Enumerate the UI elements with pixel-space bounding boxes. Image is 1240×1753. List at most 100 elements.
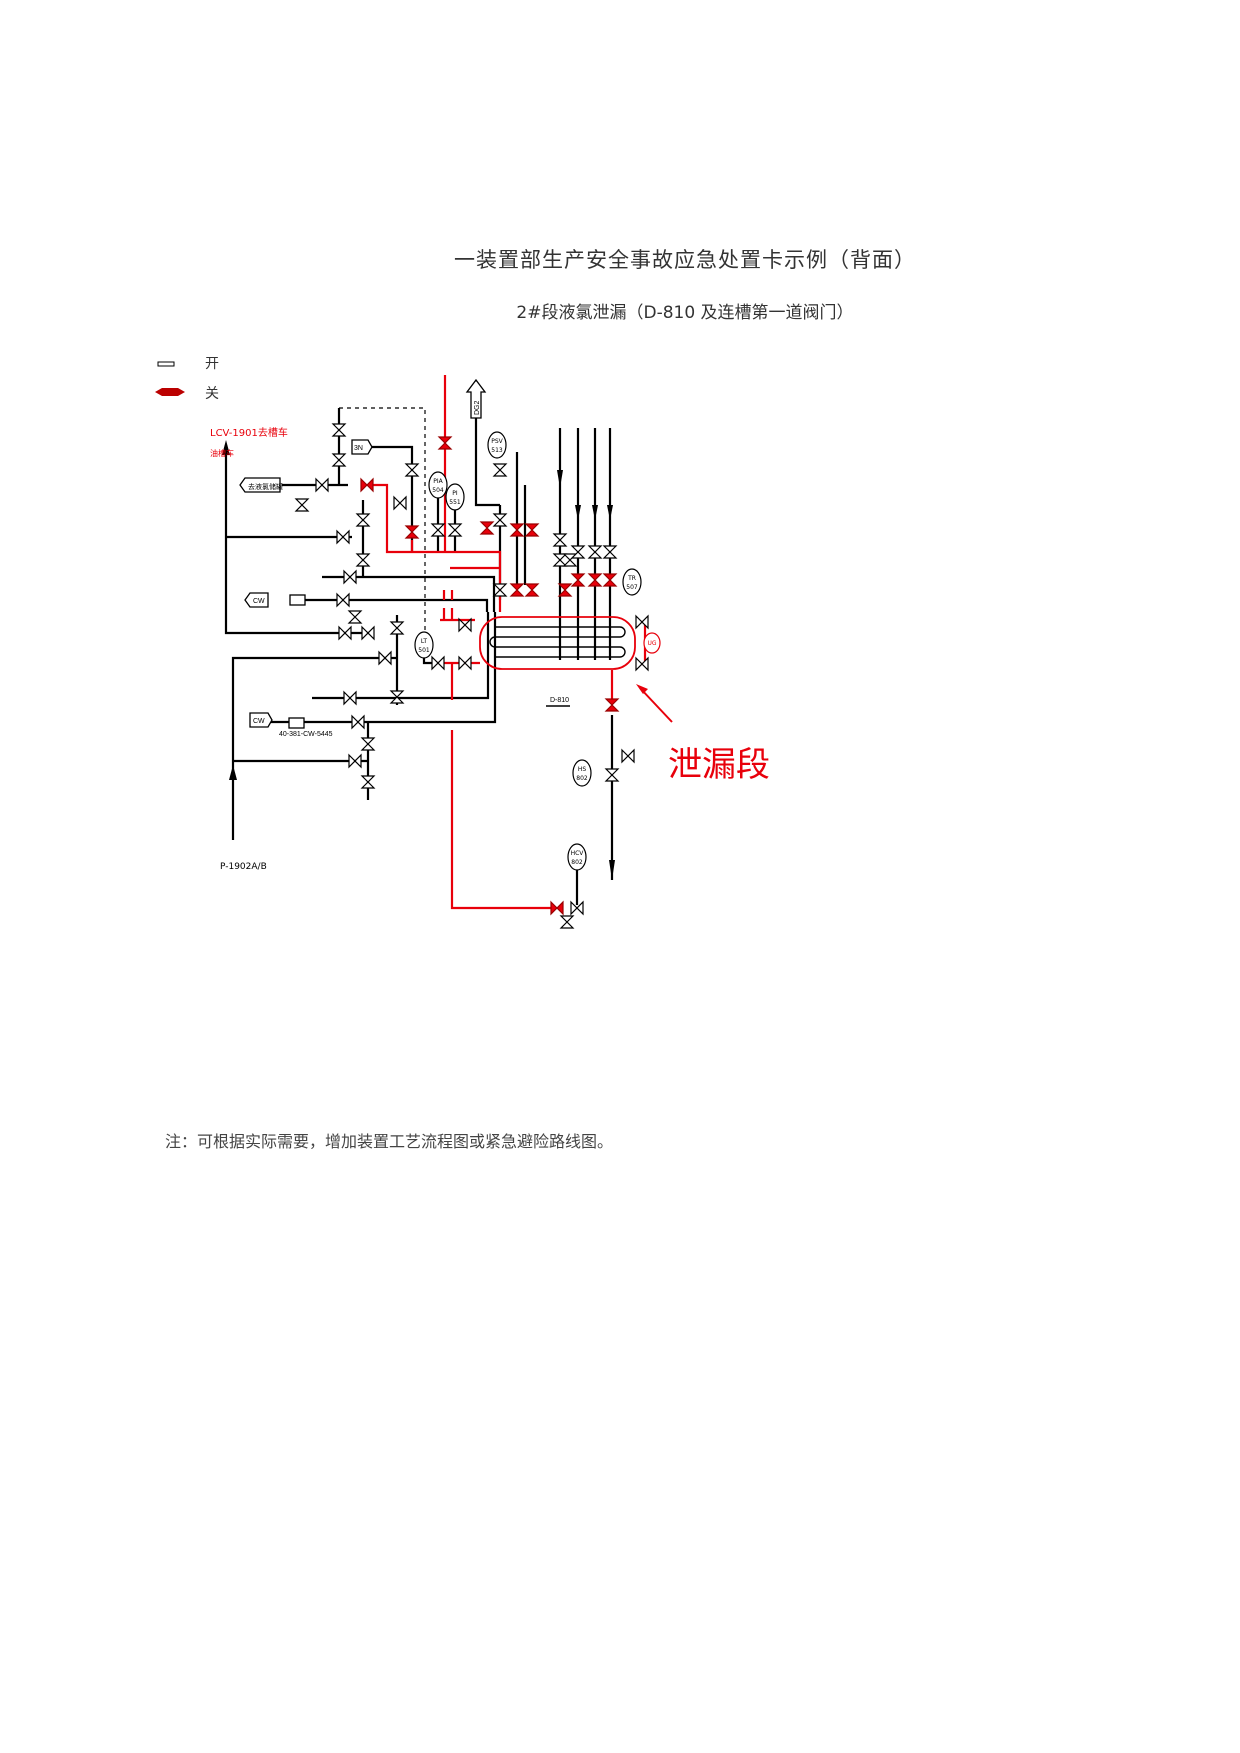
valve-open-icon[interactable] [552,553,568,567]
valve-open-icon[interactable] [393,495,407,511]
pia-tag-text: PIA [433,478,443,485]
lt-instrument: LT 501 [414,631,434,659]
lcv-sub-label: 油槽车 [210,448,234,458]
valve-open-icon[interactable] [635,614,649,630]
valve-closed-icon[interactable] [604,698,620,712]
valve-closed-icon[interactable] [509,523,525,537]
tr-tag-text: TR [627,575,636,582]
valve-closed-icon[interactable] [479,521,495,535]
valve-closed-icon[interactable] [524,523,540,537]
lt-tag-text: 501 [418,647,430,654]
valve-open-icon[interactable] [570,900,584,916]
valve-closed-icon[interactable] [524,583,540,597]
valve-closed-icon[interactable] [509,583,525,597]
line-boxes [239,378,487,729]
valve-open-icon[interactable] [458,655,472,671]
valve-open-icon[interactable] [570,545,586,559]
valve-closed-icon[interactable] [550,900,564,916]
lt-tag-text: LT [421,638,428,645]
valve-open-icon[interactable] [492,583,508,597]
valve-open-icon[interactable] [389,690,405,704]
valve-open-icon[interactable] [331,453,347,467]
legend-open-label: 开 [205,356,219,372]
cw-label-1: CW [253,598,265,605]
pump-label: P-1902A/B [220,862,267,872]
legend-close-label: 关 [205,386,219,402]
valve-open-icon[interactable] [635,656,649,672]
valve-open-icon[interactable] [458,617,472,633]
hcv-tag-text: 802 [571,859,583,866]
flow-arrows [222,440,615,880]
valve-closed-icon[interactable] [570,573,586,587]
red-lines [372,375,647,910]
tr-tag-text: 507 [626,584,638,591]
psv-tag-text: 513 [491,447,503,454]
valve-open-icon[interactable] [492,513,508,527]
valve-open-icon[interactable] [559,915,575,929]
valve-open-icon[interactable] [348,753,362,769]
valve-open-icon[interactable] [602,545,618,559]
valve-closed-icon[interactable] [437,436,453,450]
legend-close-symbol [155,388,185,396]
valve-open-icon[interactable] [404,463,420,477]
hs-tag-text: HS [578,766,587,773]
valve-open-icon[interactable] [355,513,371,527]
valve-open-icon[interactable] [351,714,365,730]
hs-tag-text: 802 [576,775,588,782]
footnote: 注：可根据实际需要，增加装置工艺流程图或紧急避险路线图。 [165,1132,614,1151]
n3-label: 3N [354,445,363,452]
hs-instrument: HS 802 [572,759,592,787]
valve-open-icon[interactable] [431,655,445,671]
valve-open-icon[interactable] [389,621,405,635]
valve-open-icon[interactable] [587,545,603,559]
valve-open-icon[interactable] [331,423,347,437]
valve-open-icon[interactable] [294,498,310,512]
hcv-tag-text: HCV [571,850,585,857]
valve-open-icon[interactable] [430,523,446,537]
valve-open-icon[interactable] [447,523,463,537]
valve-open-icon[interactable] [360,775,376,789]
psv-tag-text: PSV [491,438,503,445]
line-number-label: 40-381-CW-5445 [279,731,333,738]
valves [294,423,649,929]
valve-open-icon[interactable] [621,748,635,764]
hcv-instrument: HCV 802 [567,843,587,871]
pia-instrument: PIA 504 [428,471,448,499]
valve-closed-icon[interactable] [557,583,573,597]
valve-open-icon[interactable] [336,529,350,545]
page-title: 一装置部生产安全事故应急处置卡示例（背面） [454,248,916,272]
valve-open-icon[interactable] [355,553,371,567]
pi-tag-text: 551 [449,499,461,506]
valve-closed-icon[interactable] [587,573,603,587]
valve-open-icon[interactable] [336,592,350,608]
valve-open-icon[interactable] [343,569,357,585]
valve-open-icon[interactable] [552,533,568,547]
pia-tag-text: 504 [432,487,444,494]
valve-open-icon[interactable] [492,463,508,477]
valve-open-icon[interactable] [360,737,376,751]
leak-arrow [639,687,673,723]
vessel-d810[interactable] [479,616,636,670]
vessel-label: D-810 [550,697,569,704]
valve-open-icon[interactable] [361,625,375,641]
valve-closed-icon[interactable] [602,573,618,587]
valve-open-icon[interactable] [378,650,392,666]
lcv-label: LCV-1901去槽车 [210,426,288,439]
ug-instrument: UG [643,632,661,654]
valve-closed-icon[interactable] [360,477,374,493]
valve-open-icon[interactable] [604,768,620,782]
legend: 开 关 [155,356,219,402]
psv-instrument: PSV 513 [487,431,507,459]
valve-open-icon[interactable] [343,690,357,706]
valve-open-icon[interactable] [338,625,352,641]
valve-open-icon[interactable] [315,477,329,493]
tr-instrument: TR 507 [622,568,642,596]
cw-label-2: CW [253,718,265,725]
page-subtitle: 2#段液氯泄漏（D-810 及连槽第一道阀门） [516,303,854,323]
valve-closed-icon[interactable] [404,525,420,539]
valve-open-icon[interactable] [347,610,363,624]
legend-open-symbol [157,361,175,367]
